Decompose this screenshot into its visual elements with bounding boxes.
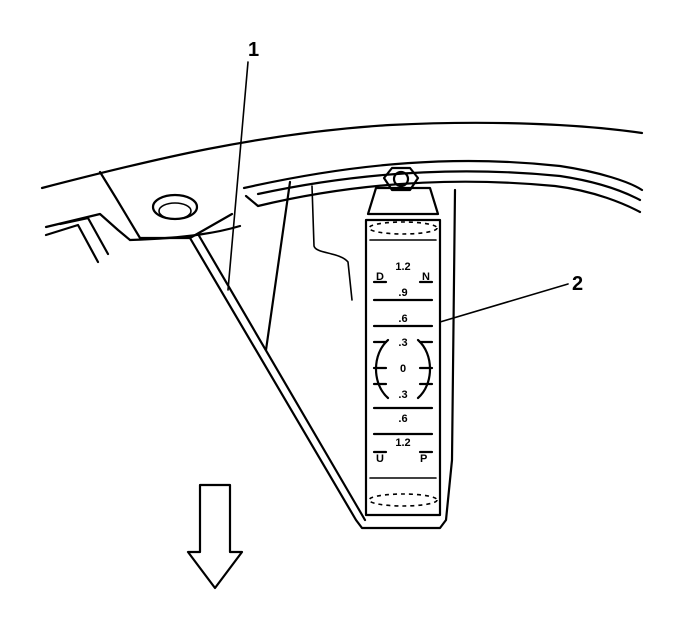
gauge-value: 0 [400,363,406,375]
gauge-value: .3 [398,389,407,401]
gauge-value: .3 [398,337,407,349]
gauge-value: 1.2 [395,261,410,273]
callout-1-leader [227,61,249,291]
callout-2-leader [439,283,569,323]
gauge-label-p: P [420,453,427,465]
gauge-value: .6 [398,413,407,425]
gauge-vial [364,218,442,517]
gauge-label-d: D [376,271,384,283]
gauge-value: .6 [398,313,407,325]
bracket-bend [311,185,353,301]
mounting-hole-inner [158,202,192,220]
gauge-cap [366,186,440,216]
gauge-value: .9 [398,287,407,299]
callout-1: 1 [248,39,259,61]
gauge-mount-hole [392,170,410,188]
gauge-label-n: N [422,271,430,283]
callout-2: 2 [572,273,583,295]
wheelhouse-rim-inner [256,170,642,202]
vial-top-ellipse [368,221,438,235]
wheelhouse-rim [242,159,644,192]
body-panel-lower [44,216,110,264]
bracket-flange [264,180,292,352]
gauge-ticks [372,280,434,454]
wheelhouse-rim-lower [244,180,642,214]
vial-bottom-ellipse [368,493,438,507]
bracket-arm [188,188,457,530]
body-panel-step [98,170,234,240]
gauge-label-u: U [376,453,384,465]
gauge-value: 1.2 [395,437,410,449]
bracket-arm-inner [196,232,367,522]
mounting-hole [151,193,199,221]
arrow-down-icon [186,483,244,590]
body-panel-inner-edge [44,212,242,242]
gauge-mount-nut [382,166,420,192]
body-panel-outer-edge [40,121,644,190]
